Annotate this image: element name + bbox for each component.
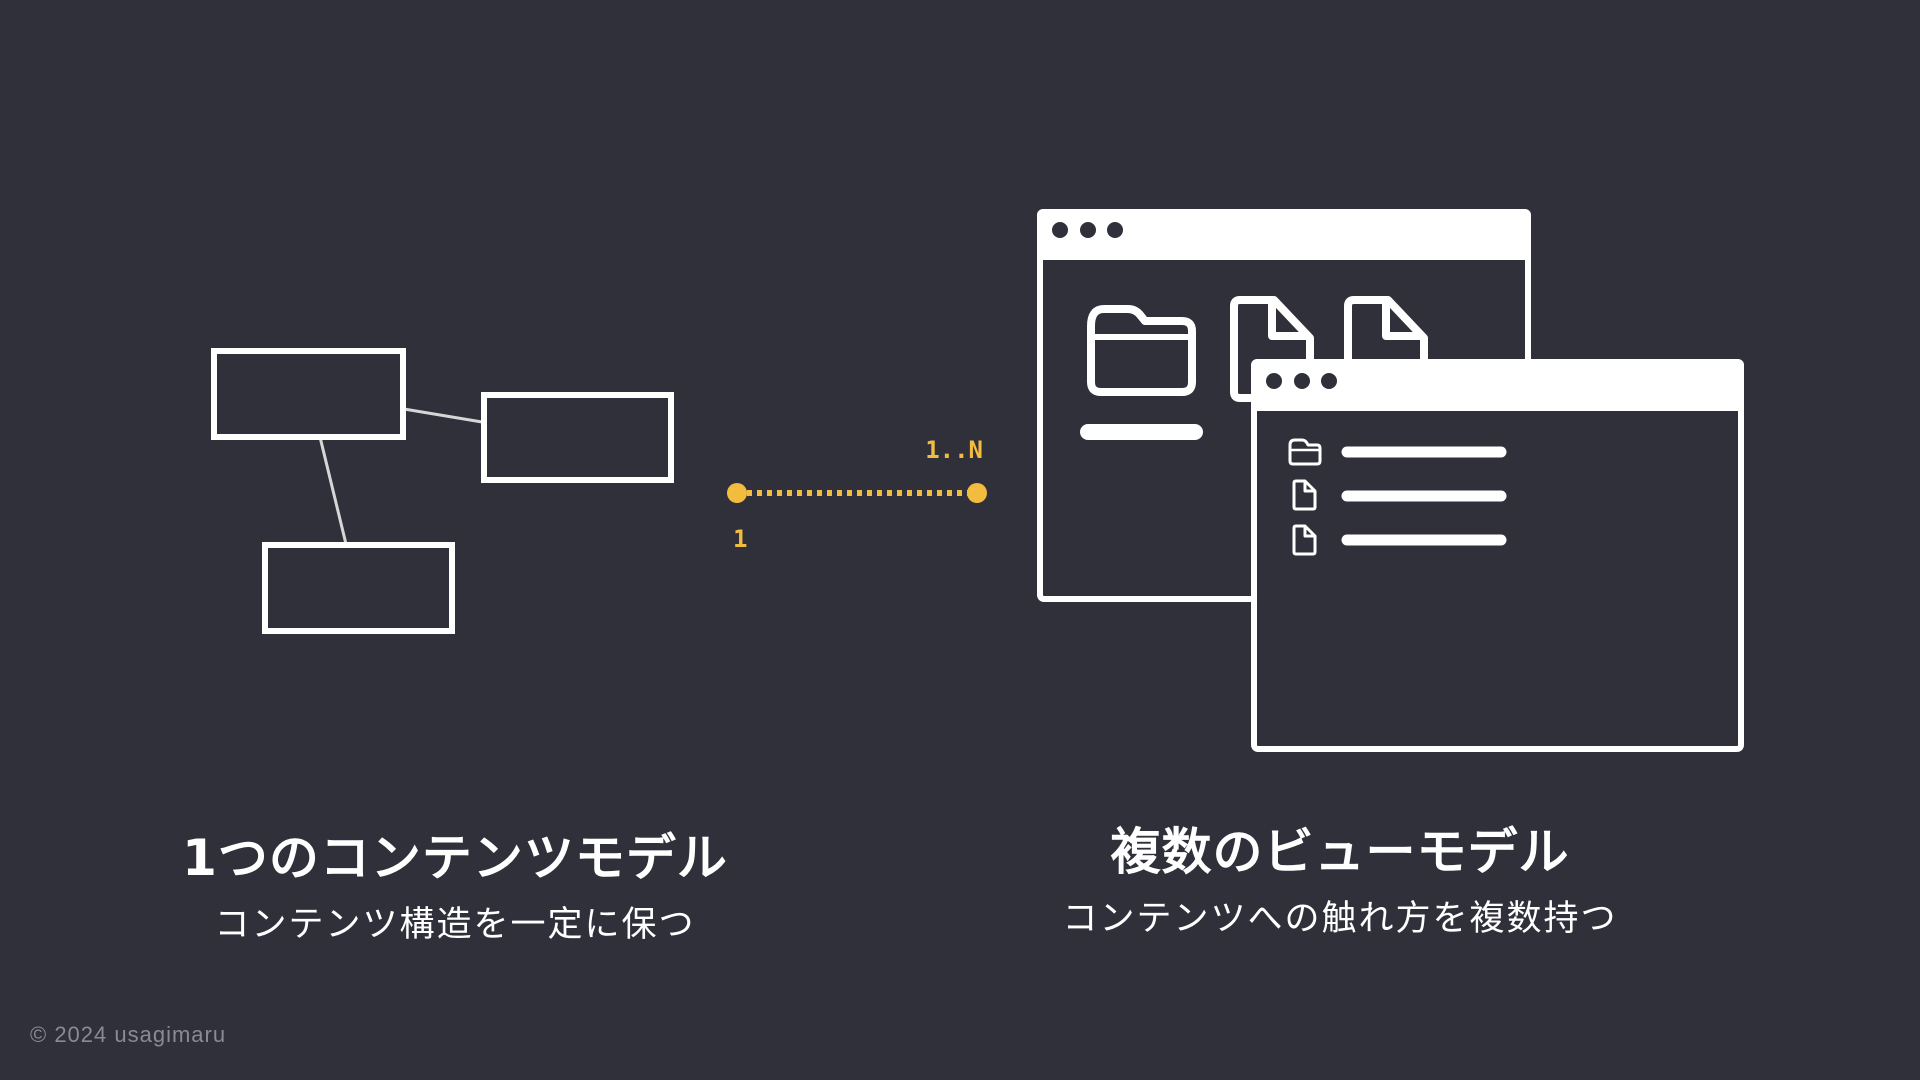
window-list-view [1251,359,1744,752]
relation-endpoint-right [967,483,987,503]
file-icon [1292,479,1317,511]
content-model-title: 1つのコンテンツモデル [182,829,728,887]
view-model-title: 複数のビューモデル [1110,823,1570,881]
cardinality-right-label: 1..N [925,436,983,464]
window-control-dot [1294,373,1310,389]
model-node [211,348,406,440]
model-node [262,542,455,634]
list-item [1288,438,1507,466]
window-control-dot [1107,222,1123,238]
window-control-dot [1266,373,1282,389]
relation-connector: 1..N 1 [727,436,987,553]
cardinality-left-label: 1 [733,525,747,553]
list-item [1292,524,1507,556]
content-model-graph [211,348,674,634]
window-title-bar [1037,209,1531,260]
connector-line [318,436,348,545]
relation-endpoint-left [727,483,747,503]
window-title-bar [1251,359,1744,411]
window-control-dot [1080,222,1096,238]
connector-line [403,407,483,424]
content-model-subtitle: コンテンツ構造を一定に保つ [214,905,696,945]
copyright-notice: © 2024 usagimaru [30,1022,227,1047]
window-control-dot [1052,222,1068,238]
list-item [1292,479,1507,511]
window-control-dot [1321,373,1337,389]
view-model-subtitle: コンテンツへの触れ方を複数持つ [1062,899,1618,939]
folder-icon [1288,438,1322,466]
window-frame [1251,359,1744,752]
file-icon [1292,524,1317,556]
folder-icon [1087,305,1196,396]
model-node [481,392,674,483]
